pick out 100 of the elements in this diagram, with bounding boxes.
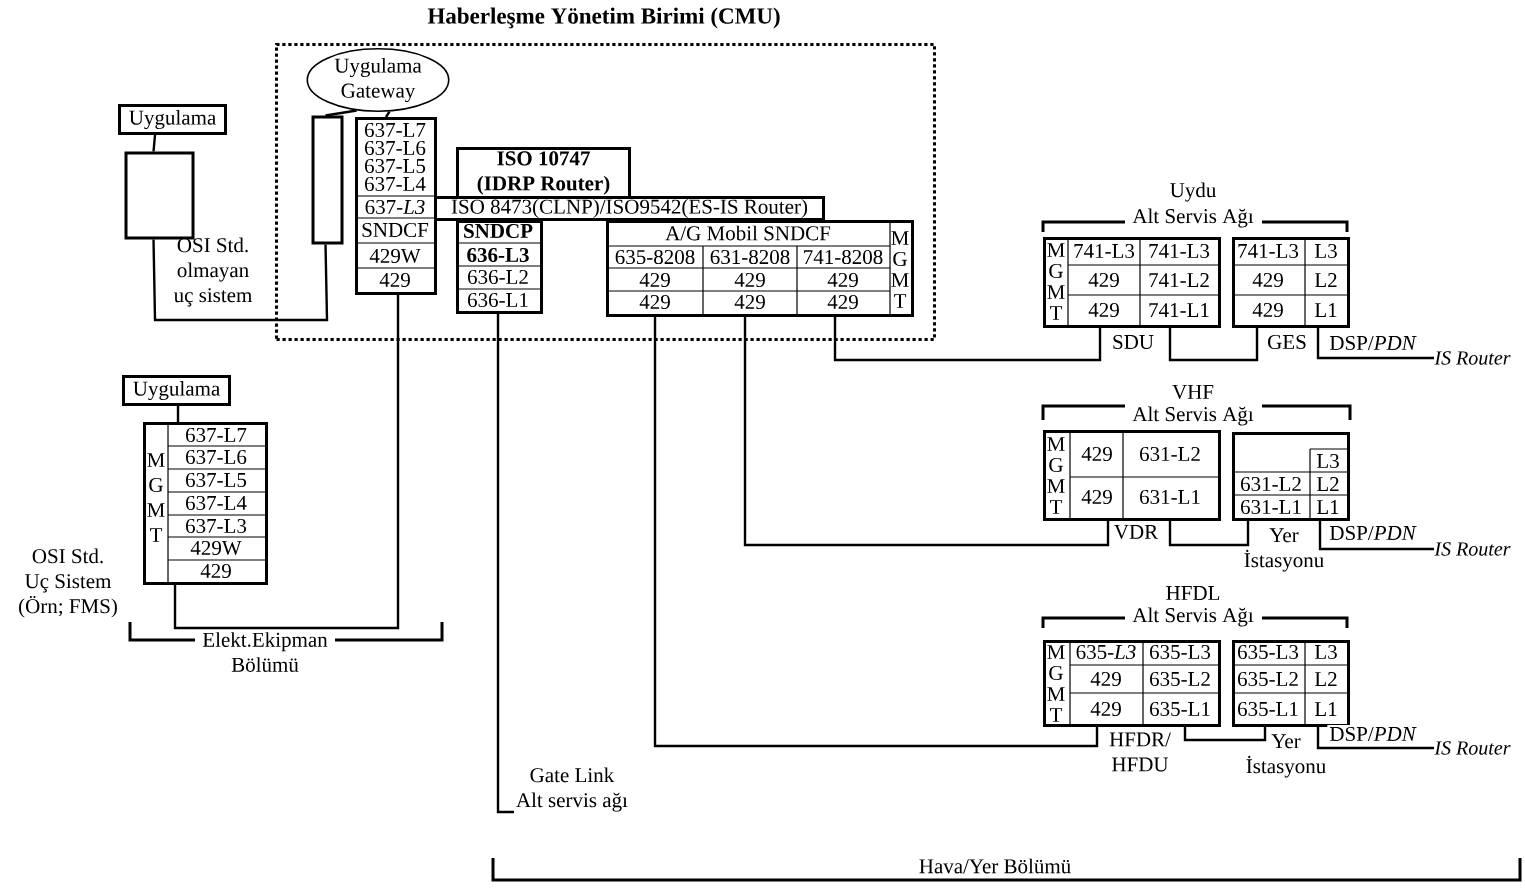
connector-line [325,109,357,117]
connector-line [152,134,157,152]
layer-label: 635-L3 [1238,644,1299,660]
protocol-stack [1231,236,1350,328]
layer-label: M [891,231,909,245]
layer-label: 635-L1 [1238,701,1298,717]
layer-label: M [1047,243,1065,257]
layer-label: SNDCF [362,222,429,238]
layer-label: 429 [639,272,670,288]
connector-line [385,110,391,118]
stack-caption: GES [1268,334,1306,350]
layer-label: 741-L3 [1238,243,1299,259]
layer-label: 429 [827,294,858,310]
layer-label: 637-L6 [186,449,247,465]
layer-label: 637-L5 [365,158,426,174]
layer-label: G [1049,665,1063,681]
layer-label: L1 [1314,303,1337,317]
router-label: IS Router [1434,542,1511,556]
connector-line [1168,328,1259,362]
layer-label: 631-L1 [1140,489,1200,505]
stack-caption: OSI Std. olmayan uç sistem [173,237,253,307]
section-label: Uydu [1170,182,1216,202]
protocol-stack [143,421,268,585]
section-label: VHF [1172,385,1214,400]
protocol-stack [1043,429,1221,521]
layer-label: A/G Mobil SNDCF [665,225,831,241]
layer-label: M [147,503,165,517]
layer-label: 429 [379,272,410,288]
layer-label: G [149,477,163,493]
stack-caption: Yer İstasyonu [1246,734,1326,778]
router-box: ISO 10747 (IDRP Router) [456,147,631,199]
layer-label: 741-L2 [1149,273,1209,287]
layer-label: 637-L7 [365,122,426,138]
edge-label: DSP/PDN [1327,333,1419,353]
protocol-stack [1043,639,1221,727]
layer-label: 741-L3 [1149,243,1210,259]
router-label: IS Router [1434,741,1511,755]
layer-label: 741-L3 [1074,243,1135,259]
connector-line [173,295,400,630]
layer-label: T [1049,708,1063,722]
layer-label: L1 [1316,500,1339,514]
protocol-stack [1043,236,1221,328]
layer-label: L3 [1314,644,1337,660]
connector-line [176,406,180,422]
section-label: Alt Servis Ağı [1132,208,1254,228]
layer-label: L2 [1316,477,1339,491]
connector-line [743,317,1110,547]
application-box: Uygulama [122,375,231,406]
connector-line [1316,328,1434,360]
layer-label: 631-L2 [1241,476,1301,492]
layer-label: 637-L4 [365,176,426,192]
layer-label: 429 [1252,272,1283,288]
layer-label: L3 [1316,453,1339,469]
protocol-stack [1231,639,1350,727]
gateway-bar [311,115,344,245]
section-label: Alt Servis Ağı [1132,607,1254,627]
layer-label: 635-L3 [1076,644,1136,660]
layer-label: 429 [1081,489,1112,505]
layer-label: 635-L2 [1238,671,1298,687]
connector-line [653,317,1099,748]
layer-label: 637-L3 [365,199,425,215]
layer-label: 429 [1090,701,1121,717]
section-label: Alt Servis Ağı [1132,406,1254,426]
connector-line [152,239,329,322]
layer-label: 637-L3 [186,518,247,534]
stack-caption: Yer İstasyonu [1244,528,1324,572]
layer-label: 631-L2 [1140,446,1200,462]
layer-label: M [1047,479,1065,493]
protocol-stack [605,219,914,317]
node-label: Haberleşme Yönetim Birimi (CMU) [427,7,780,29]
layer-label: 637-L7 [186,427,247,443]
layer-label: 637-L6 [365,140,426,156]
connector-line [1318,521,1434,551]
layer-label: M [1047,437,1065,451]
layer-label: 429 [1081,446,1112,462]
layer-label: 429 [200,563,231,579]
connector-line [1316,727,1434,750]
section-label: Elekt.Ekipman Bölümü [202,632,328,672]
protocol-stack [455,220,543,314]
layer-label: 741-8208 [804,249,883,265]
layer-label: 636-L3 [467,247,529,263]
connector-line [1183,727,1267,742]
layer-label: 635-L2 [1150,671,1210,687]
application-box: Uygulama [118,104,227,135]
layer-label: M [1047,645,1065,659]
layer-label: M [147,453,165,467]
layer-label: 631-8208 [710,249,790,265]
layer-label: 429W [190,540,242,556]
layer-label: M [1047,285,1065,299]
layer-label: SNDCP [464,223,533,239]
layer-label: 741-L1 [1149,303,1209,317]
connector-line [496,314,514,814]
layer-label: 429 [827,272,858,288]
layer-label: 429 [1088,272,1119,288]
layer-label: 635-L3 [1150,644,1211,660]
layer-label: 429 [734,272,765,288]
stack-caption: HFDR/ HFDU [1109,732,1171,772]
layer-label: L3 [1314,243,1337,259]
layer-label: 631-L1 [1241,499,1301,515]
layer-label: 637-L4 [186,495,247,511]
